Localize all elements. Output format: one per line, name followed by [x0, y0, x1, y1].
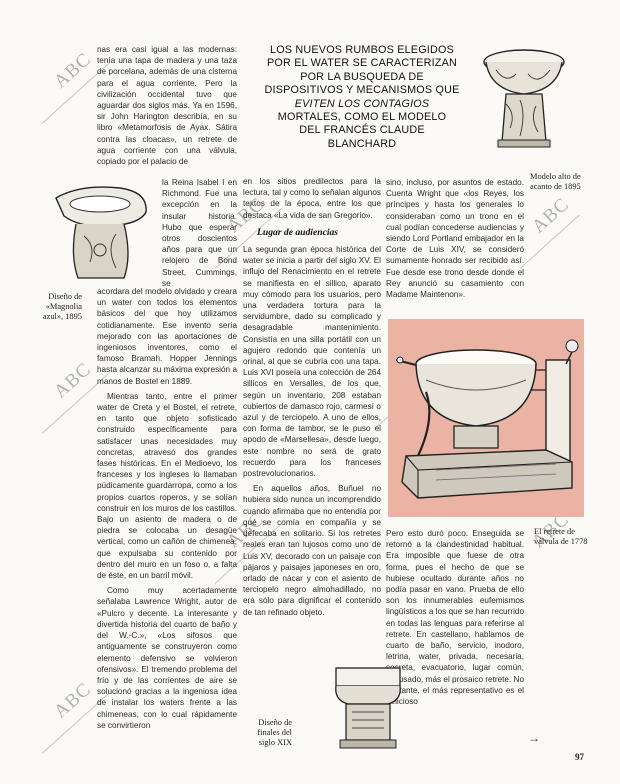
col1-paragraph: Mientras tanto, entre el primer water de…: [97, 391, 237, 581]
deck-line: LOS NUEVOS RUMBOS ELEGIDOS: [270, 44, 454, 56]
col2-paragraph: En aquellos años, Buñuel no hubiera sido…: [243, 484, 381, 617]
col2-paragraph: en los sitios predilectos para la lectur…: [243, 177, 381, 220]
column-1-top: nas era casi igual a las modernas: tenía…: [97, 44, 237, 171]
caption-top-right: Modelo alto de acanto de 1895: [530, 172, 581, 191]
col3-bottom-paragraph: Pero esto duró poco. Enseguida se retorn…: [386, 529, 524, 707]
deck-line: DISPOSITIVOS Y MECANISMOS QUE: [264, 84, 460, 97]
column-1-wrap: la Reina Isabel I en Richmond. Fue una e…: [162, 177, 237, 293]
subhead: Lugar de audiencias: [257, 226, 339, 238]
column-2: en los sitios predilectos para la lectur…: [243, 176, 381, 622]
deck-line: EVITEN LOS CONTAGIOS: [294, 97, 430, 110]
col1-top-paragraph: nas era casi igual a las modernas: tenía…: [97, 45, 237, 167]
deck-line: POR EL WATER SE CARACTERIZAN: [267, 57, 457, 70]
toilet-late-19th-century-illustration: [335, 667, 401, 749]
col1-paragraph: Como muy acertadamente señalaba Lawrence…: [97, 586, 237, 730]
col2-paragraph: La segunda gran época histórica del wate…: [243, 245, 381, 479]
watermark: ABC: [50, 678, 96, 723]
toilet-acanthus-illustration: [483, 49, 565, 148]
column-1-main: acordara del modelo olvidado y creara un…: [97, 286, 237, 735]
deck-line: POR LA BUSQUEDA DE: [300, 70, 424, 83]
watermark: ABC: [50, 48, 96, 93]
watermark: ABC: [528, 193, 574, 238]
col3-top-paragraph: sino, incluso, por asuntos de estado. Cu…: [386, 178, 524, 300]
caption-left: Diseño de «Magnolia azul», 1895: [42, 292, 82, 321]
deck-line: BLANCHARD: [327, 137, 397, 150]
column-3-top: sino, incluso, por asuntos de estado. Cu…: [386, 177, 524, 304]
column-3-bottom: Pero esto duró poco. Enseguida se retorn…: [386, 528, 524, 711]
col1-wrap-paragraph: la Reina Isabel I en Richmond. Fue una e…: [162, 178, 237, 288]
toilet-magnolia-illustration: [55, 186, 147, 279]
col1-paragraph: acordara del modelo olvidado y creara un…: [97, 287, 237, 386]
caption-valve: El retrete de válvula de 1778: [534, 527, 588, 546]
watermark: ABC: [50, 358, 96, 403]
continue-arrow: →: [528, 731, 540, 745]
caption-bottom: Diseño de finales del siglo XIX: [257, 718, 292, 747]
valve-toilet-illustration: [396, 339, 579, 499]
deck-line: MORTALES, COMO EL MODELO: [277, 111, 447, 124]
page-number: 97: [575, 752, 584, 762]
deck-line: DEL FRANCÉS CLAUDE: [299, 124, 425, 137]
